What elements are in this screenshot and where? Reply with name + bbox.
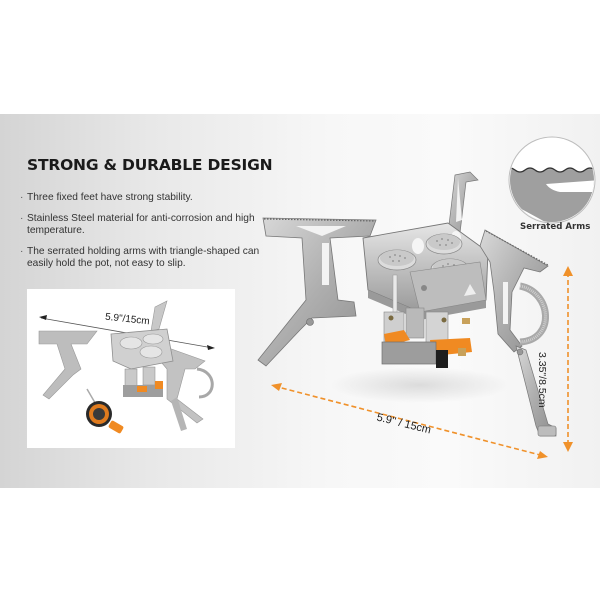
feature-list: Three fixed feet have strong stability. … [20,192,260,279]
serrated-arm-closeup [510,167,594,222]
inset-stove-illustration [38,300,215,434]
feature-item: Stainless Steel material for anti-corros… [20,213,260,238]
burner-head [377,249,417,271]
height-dimension-label: 3.35"/8.5cm [536,352,548,408]
serrated-arms-label: Serrated Arms [520,222,591,232]
inset-product-photo: 5.9"/15cm [27,289,235,448]
feature-item: Three fixed feet have strong stability. [20,192,260,205]
burner-head [425,233,463,255]
page-title: STRONG & DURABLE DESIGN [27,156,273,174]
feature-item: The serrated holding arms with triangle-… [20,246,260,271]
